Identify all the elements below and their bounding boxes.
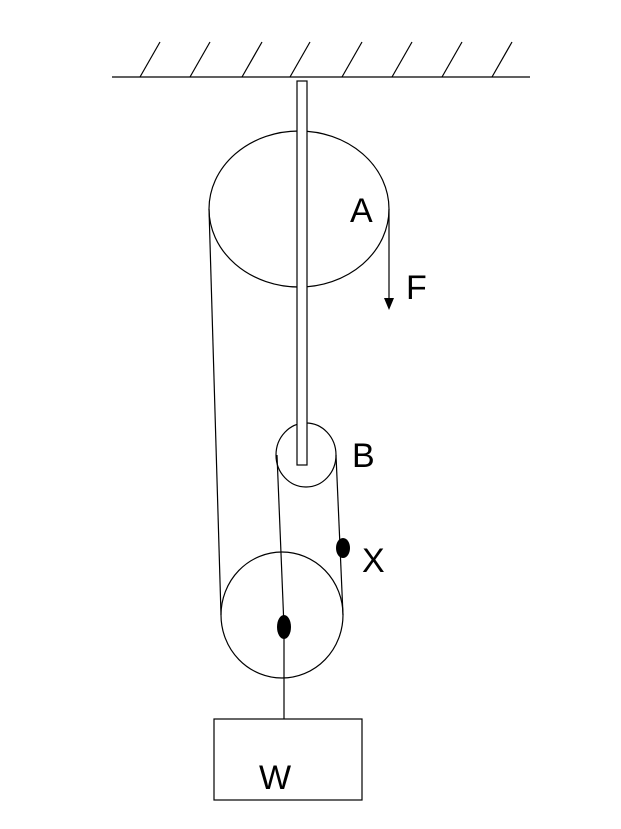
label-b: B xyxy=(352,437,375,475)
ceiling xyxy=(112,41,530,78)
ceiling-hatching xyxy=(139,41,513,78)
weight-box xyxy=(213,718,363,801)
label-f: F xyxy=(406,269,427,307)
label-w: W xyxy=(259,759,291,797)
rope-right xyxy=(335,454,344,616)
point-x-dot xyxy=(336,538,350,558)
rope-middle xyxy=(276,454,285,628)
rope-left xyxy=(208,208,222,616)
hanger-rod xyxy=(296,80,308,466)
label-x: X xyxy=(362,542,385,580)
label-a: A xyxy=(350,192,373,230)
force-arrow-head xyxy=(384,298,394,310)
